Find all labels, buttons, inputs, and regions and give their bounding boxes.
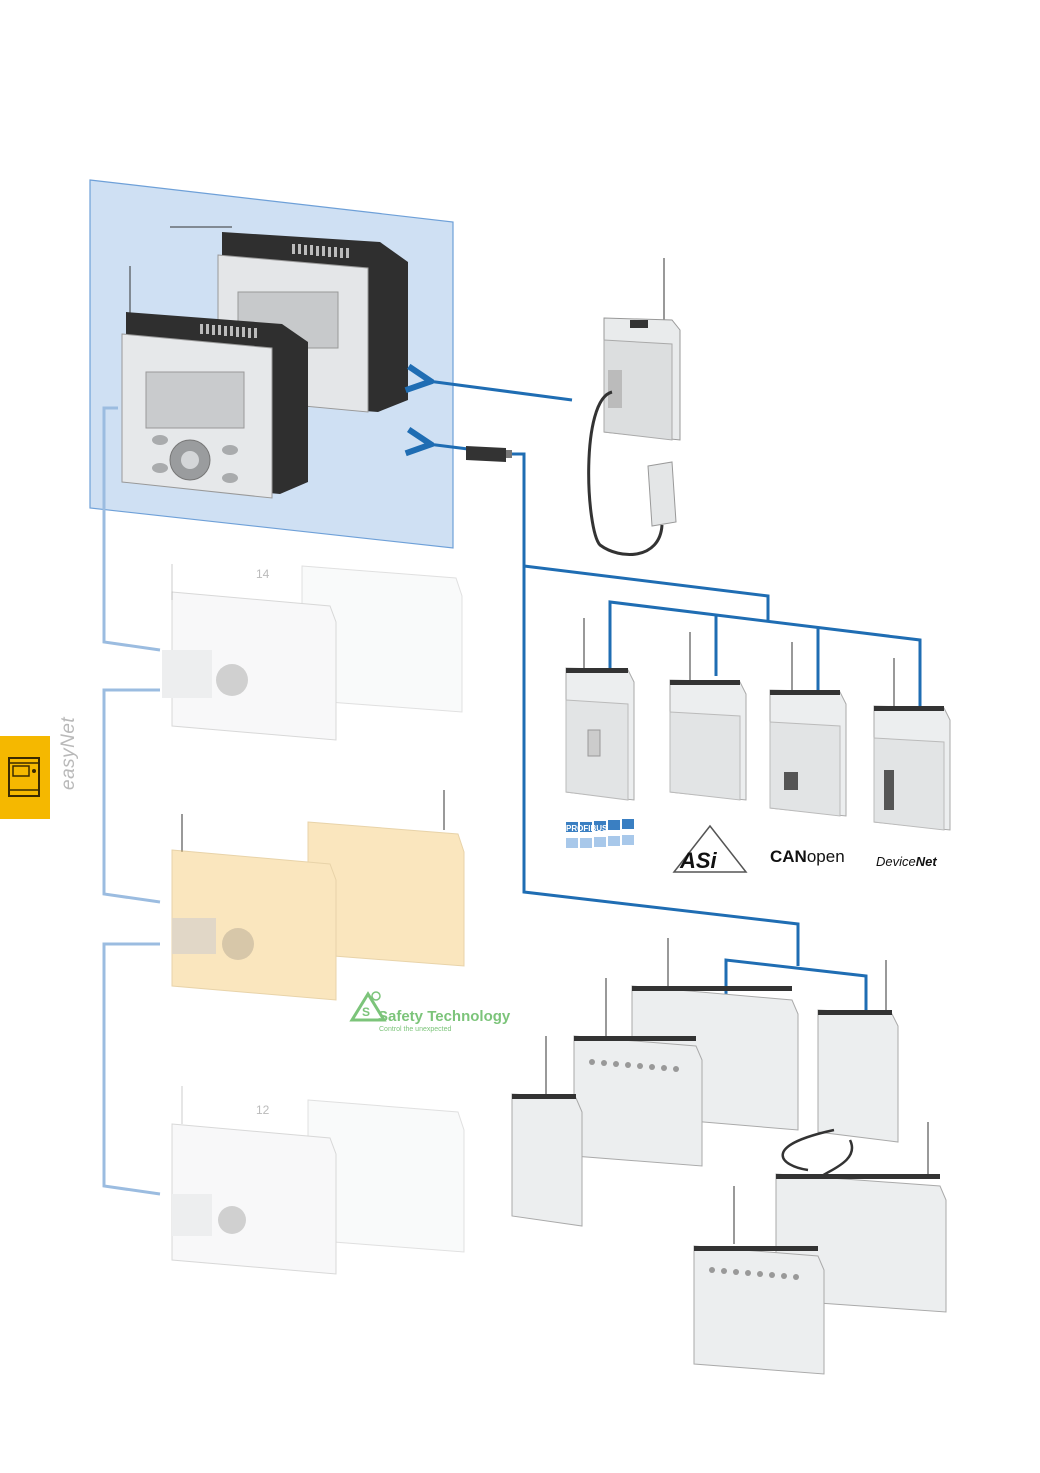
plc-device-icon [8,757,40,797]
fieldbus-module-devicenet [873,705,951,831]
profibus-logo: PROFIBUS [566,819,634,848]
controller-faded-upper [162,565,463,741]
canopen-light: open [807,847,845,866]
expansion-module-narrow-right [817,1009,899,1143]
fieldbus-module-canopen [769,689,847,817]
easynet-line-2 [102,688,161,904]
easynet-line-1 [102,406,161,652]
safety-controller [171,821,465,1001]
canopen-bold: CAN [770,847,807,866]
expansion-module-bottom-left [693,1245,825,1375]
fieldbus-module-profibus [565,667,635,801]
fieldbus-module-asi [669,679,747,801]
easynet-line-3 [102,942,161,1196]
bus-line-fieldbus [523,564,770,620]
devicenet-logo: DeviceNet [876,854,937,869]
asi-logo: ASi [672,824,748,873]
expansion-cable [781,1128,854,1178]
bus-line-fieldbus-branches [608,600,922,706]
connection-arrow-upper [428,381,573,402]
safety-technology-logo: S Safety Technology Control the unexpect… [349,991,511,1033]
controller-faded-lower [171,1099,465,1275]
connector-plug [466,446,512,462]
device-number-upper: 14 [256,567,270,581]
connection-arrow-lower [428,444,469,449]
expansion-module-narrow-left [511,1093,583,1227]
expansion-module-large-front [573,1035,703,1167]
display-unit-front [121,312,308,499]
profibus-wordmark: PROFIBUS [566,824,608,833]
devicenet-bold: Net [916,854,938,869]
svg-text:S: S [362,1005,370,1019]
programming-module [587,317,681,556]
safety-title: Safety Technology [378,1008,511,1025]
asi-wordmark: ASi [679,848,718,873]
bus-line-main [512,452,800,966]
canopen-logo: CANopen [770,847,845,866]
bus-line-expansion [724,958,868,1012]
safety-tagline: Control the unexpected [379,1026,451,1033]
device-number-lower: 12 [256,1103,270,1117]
devicenet-plain: Device [876,854,916,869]
section-tab [0,736,50,819]
